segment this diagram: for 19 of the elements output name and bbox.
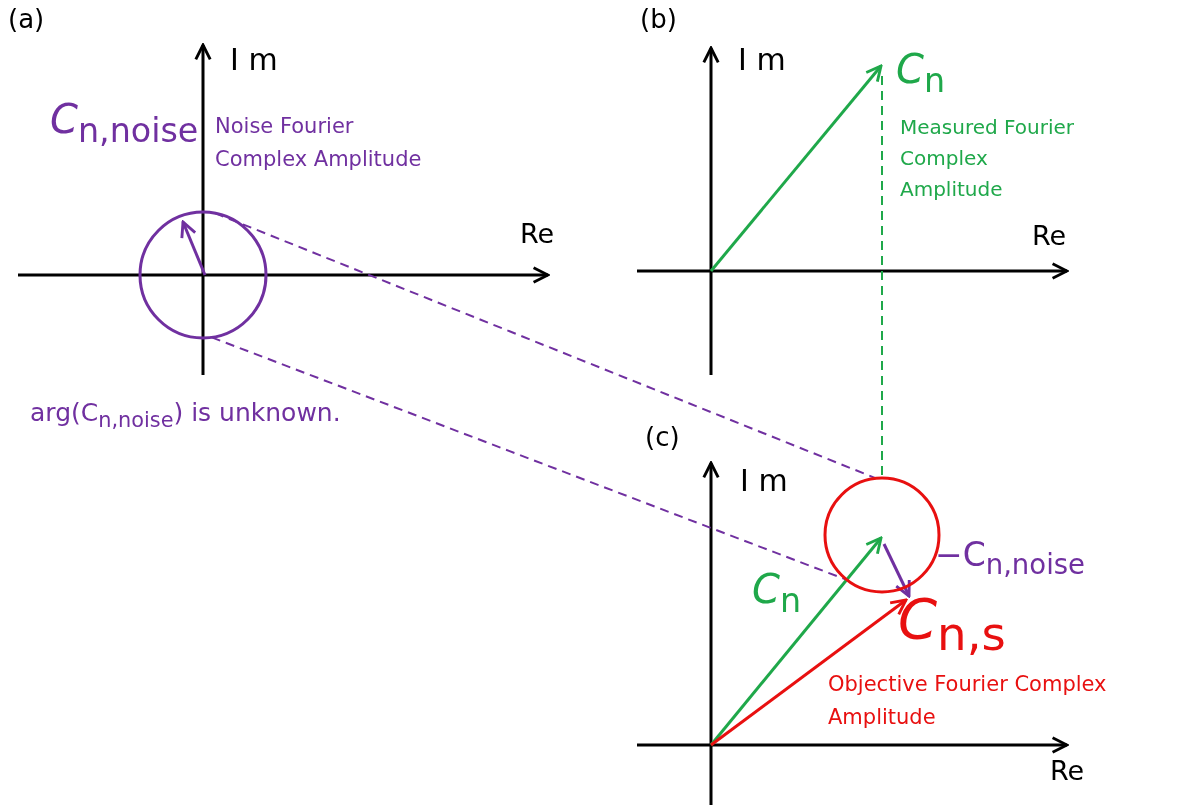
vector-label: C$_{n}$ (896, 45, 946, 101)
panel-label: (c) (645, 422, 680, 454)
axis-label: Re (1032, 220, 1067, 253)
annotation: Measured Fourier Complex Amplitude (900, 114, 1075, 203)
vector-label: C$_{n,noise}$ (50, 95, 199, 151)
axis-label: Re (520, 218, 555, 251)
noise-circle (138, 210, 268, 340)
axis-label: I m (230, 42, 278, 78)
axis-label: I m (740, 463, 788, 499)
vector-label: −C$_{n,noise}$ (935, 535, 1085, 581)
panel-label: (a) (8, 4, 45, 36)
annotation: Noise Fourier Complex Amplitude (215, 113, 423, 173)
vector-label: C$_{n,s}$ (898, 585, 1006, 663)
axis-label: I m (738, 42, 786, 78)
vector-label: C$_{n}$ (752, 565, 802, 621)
annotation: Objective Fourier Complex Amplitude (828, 671, 1108, 731)
axis-label: Re (1050, 755, 1085, 788)
panel-label: (b) (640, 4, 677, 36)
annotation: arg(C$_{n,noise}$) is unknown. (30, 398, 341, 433)
